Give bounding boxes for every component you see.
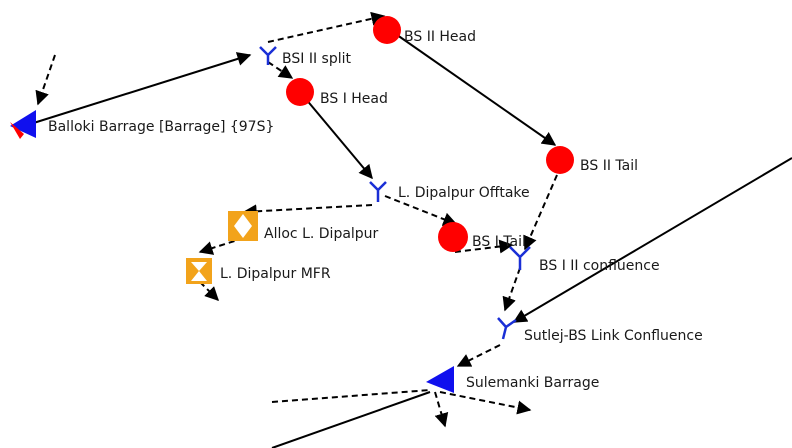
node-label: Balloki Barrage [Barrage] {97S}	[48, 119, 274, 135]
node-label: BS I Head	[320, 91, 388, 107]
link-sulemanki-outflow[interactable]	[271, 391, 431, 448]
node-l-dipalpur-offtake[interactable]: L. Dipalpur Offtake	[369, 181, 530, 202]
link-bs-i-head-to-offtake[interactable]	[299, 91, 373, 180]
link-split-to-bs-ii-head[interactable]	[267, 11, 386, 43]
barrage-icon	[10, 110, 36, 138]
node-label: BS I Tail	[472, 234, 526, 250]
node-label: Sutlej-BS Link Confluence	[524, 328, 703, 344]
triangle-up-icon	[191, 271, 207, 281]
red-circle-icon	[286, 78, 314, 106]
diamond-icon	[234, 214, 252, 238]
y-junction-icon	[509, 246, 531, 270]
red-circle-icon	[373, 16, 401, 44]
y-junction-icon	[497, 317, 517, 340]
diversion-links	[35, 11, 558, 428]
node-bs-i-head[interactable]: BS I Head	[286, 78, 388, 107]
y-junction-icon	[369, 181, 387, 202]
node-alloc-l-dipalpur[interactable]: Alloc L. Dipalpur	[228, 211, 379, 242]
node-bs-i-tail[interactable]: BS I Tail	[438, 222, 526, 252]
node-bs-ii-tail[interactable]: BS II Tail	[546, 146, 638, 174]
river-links	[23, 29, 792, 448]
node-label: BS II Head	[404, 29, 476, 45]
link-sulemanki-out-down[interactable]	[434, 391, 449, 428]
red-circle-icon	[438, 222, 468, 252]
node-balloki-barrage[interactable]: Balloki Barrage [Barrage] {97S}	[10, 110, 274, 139]
node-bs-ii-head[interactable]: BS II Head	[373, 16, 476, 45]
barrage-red-tip-icon	[10, 122, 24, 139]
link-sutlej-confluence-to-sulemanki[interactable]	[456, 344, 501, 367]
link-sulemanki-out-right[interactable]	[439, 391, 532, 415]
triangle-down-icon	[191, 262, 207, 271]
red-circle-icon	[546, 146, 574, 174]
node-sutlej-bs-link-confluence[interactable]: Sutlej-BS Link Confluence	[497, 317, 703, 344]
node-label: BS I II confluence	[539, 258, 660, 274]
node-label: BS II Tail	[580, 158, 638, 174]
link-offtake-to-bs-i-tail[interactable]	[384, 195, 458, 226]
link-balloki-to-split[interactable]	[23, 52, 252, 127]
node-label: L. Dipalpur MFR	[220, 266, 331, 282]
link-offtake-to-alloc[interactable]	[242, 204, 373, 219]
node-label: Sulemanki Barrage	[466, 375, 599, 391]
node-label: Alloc L. Dipalpur	[264, 226, 379, 242]
barrage-icon	[426, 366, 454, 393]
node-bsi-ii-split[interactable]: BSI II split	[259, 46, 351, 67]
node-l-dipalpur-mfr[interactable]: L. Dipalpur MFR	[186, 258, 331, 284]
link-bs-ii-tail-to-confluence[interactable]	[523, 174, 558, 251]
node-label: BSI II split	[282, 51, 351, 67]
link-sulemanki-inflow-left[interactable]	[271, 389, 431, 403]
link-alloc-to-mfr[interactable]	[198, 237, 245, 255]
link-mfr-outflow[interactable]	[199, 281, 219, 301]
node-label: L. Dipalpur Offtake	[398, 185, 530, 201]
node-sulemanki-barrage[interactable]: Sulemanki Barrage	[426, 366, 599, 393]
link-bs-ii-head-to-tail[interactable]	[389, 29, 557, 146]
link-split-to-bs-i-head[interactable]	[267, 61, 294, 79]
y-junction-icon	[259, 46, 277, 65]
node-bs-i-ii-confluence[interactable]: BS I II confluence	[509, 246, 660, 274]
link-inflow-balloki[interactable]	[35, 54, 56, 106]
link-confluence-to-sutlej-confluence[interactable]	[502, 267, 521, 312]
link-sutlej-inflow[interactable]	[512, 157, 792, 323]
